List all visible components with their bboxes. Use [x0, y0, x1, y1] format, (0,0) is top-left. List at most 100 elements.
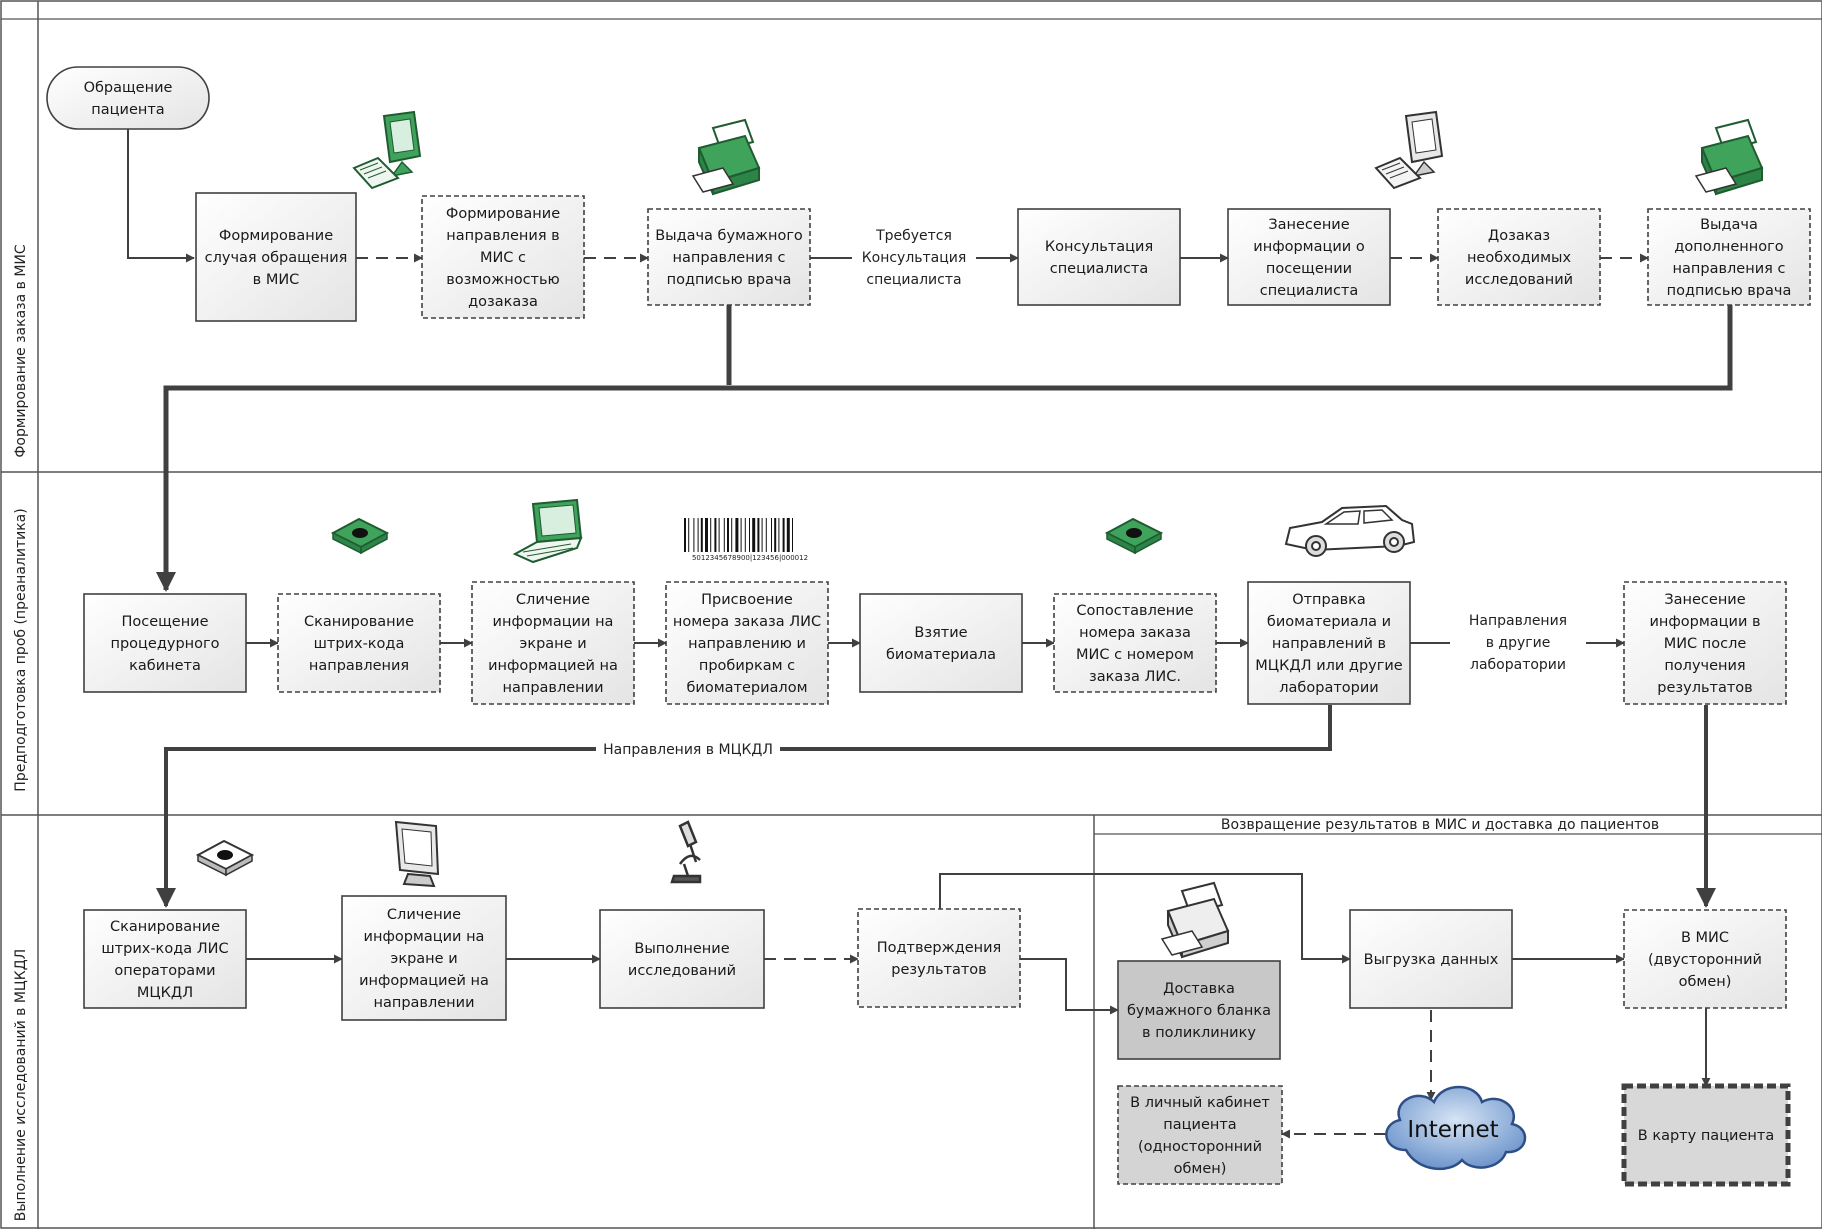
- step-visit-procedure-room[interactable]: Посещение процедурного кабинета: [83, 593, 247, 693]
- node-shape: [1621, 1083, 1791, 1187]
- node-label-line: Дозаказ: [1488, 228, 1550, 244]
- node-label-line: случая обращения: [205, 250, 348, 266]
- lane-label-lab: Выполнение исследований в МЦКДЛ: [13, 949, 29, 1221]
- node-label-line: штрих-кода: [314, 636, 405, 652]
- node-shape: [647, 208, 811, 306]
- barcode-bar: [688, 518, 690, 552]
- node-label-line: номера заказа: [1079, 625, 1191, 641]
- node-label-line: Взятие: [914, 625, 967, 641]
- node-shape: [1623, 581, 1787, 705]
- barcode-bar: [705, 518, 708, 552]
- microscope-icon: [670, 820, 702, 884]
- step-patient-account[interactable]: В личный кабинетпациента(одностороннийоб…: [1117, 1085, 1283, 1185]
- node-label-line: получения: [1664, 658, 1745, 674]
- barcode-bar: [792, 518, 793, 552]
- barcode-bar: [778, 518, 780, 552]
- node-label-line: экране и: [519, 636, 586, 652]
- barcode-icon: [684, 518, 793, 552]
- step-patient-card[interactable]: В карту пациента: [1621, 1083, 1791, 1187]
- step-export-data[interactable]: Выгрузка данных: [1349, 909, 1513, 1009]
- node-label-line: кабинета: [129, 658, 201, 674]
- node-label-line: Выдача: [1700, 217, 1758, 233]
- node-label-line: посещении: [1266, 261, 1352, 277]
- node-label-line: исследований: [1465, 272, 1573, 288]
- desktop-computer-icon: [352, 110, 422, 190]
- barcode-bar: [718, 518, 720, 552]
- monitor-icon: [394, 820, 440, 888]
- node-shape: [46, 66, 210, 130]
- step-assign-lis-number[interactable]: Присвоение номера заказа ЛИС направлению и…: [665, 581, 829, 705]
- node-label-line: номера заказа ЛИС: [673, 614, 821, 630]
- node-label-line: обмен): [1679, 974, 1732, 990]
- node-label-line: информацией на: [359, 973, 489, 989]
- node-label-line: Отправка: [1292, 592, 1366, 608]
- node-label-line: МИС с номером: [1076, 647, 1194, 663]
- node-label-line: пациента: [1163, 1117, 1236, 1133]
- node-label-line: информацией на: [488, 658, 618, 674]
- node-label-line: направлению и: [688, 636, 806, 652]
- desktop-computer-icon: [1374, 110, 1444, 190]
- barcode-bar: [774, 518, 777, 552]
- step-take-biomaterial[interactable]: Взятие биоматериала: [859, 593, 1023, 693]
- barcode-bar: [771, 518, 772, 552]
- node-label-line: Выгрузка данных: [1364, 952, 1499, 968]
- node-label-line: В МИС: [1681, 930, 1729, 946]
- internet-label: Internet: [1407, 1117, 1498, 1143]
- node-label-line: Присвоение: [701, 592, 793, 608]
- edge-label-other-labs: Направления в другие лаборатории: [1469, 613, 1567, 673]
- node-shape: [1017, 208, 1181, 306]
- printer-icon: [691, 118, 761, 196]
- node-label-line: МИС с: [480, 250, 526, 266]
- barcode-bar: [740, 518, 742, 552]
- barcode-scanner-icon: [195, 839, 255, 877]
- printer-icon: [1160, 881, 1230, 959]
- node-label-line: дополненного: [1674, 239, 1783, 255]
- node-label-line: биоматериала: [886, 647, 996, 663]
- node-label-line: Сопоставление: [1076, 603, 1193, 619]
- node-label-line: Консультация: [1045, 239, 1153, 255]
- node-shape: [277, 593, 441, 693]
- barcode-bar: [735, 518, 739, 552]
- node-label-line: лаборатории: [1279, 680, 1378, 696]
- node-label-line: Посещение: [121, 614, 208, 630]
- barcode-bar: [700, 518, 703, 552]
- edge-label-line: специалиста: [866, 272, 961, 288]
- node-label-line: Формирование: [219, 228, 333, 244]
- node-shape: [471, 581, 635, 705]
- node-label-line: Сканирование: [304, 614, 414, 630]
- node-label-line: процедурного: [111, 636, 220, 652]
- node-label-line: Обращение: [84, 80, 173, 96]
- node-shape: [857, 908, 1021, 1008]
- node-label-line: информации о: [1253, 239, 1365, 255]
- node-label-line: информации на: [493, 614, 614, 630]
- node-label-line: В личный кабинет: [1130, 1095, 1270, 1111]
- edge-label-consult: Требуется Консультация специалиста: [862, 228, 967, 288]
- barcode-bar: [744, 518, 746, 552]
- car-icon: [1284, 504, 1416, 557]
- barcode-bar: [710, 518, 712, 552]
- node-label-line: В карту пациента: [1638, 1128, 1774, 1144]
- edge-label-bg: [1450, 604, 1586, 682]
